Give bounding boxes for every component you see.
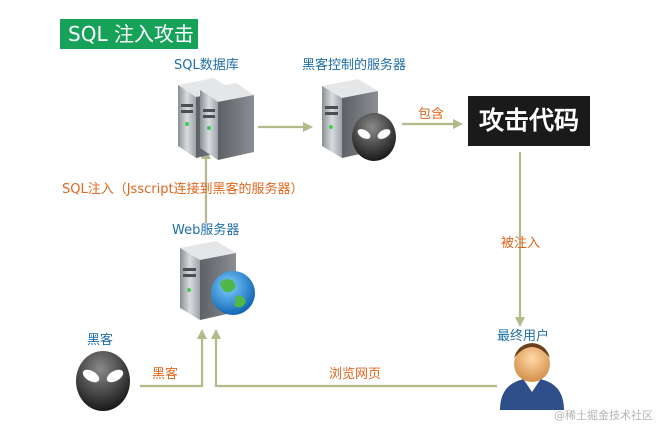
arrow-hacker-to-webserver: [140, 329, 207, 388]
hacker-edge-label: 黑客: [152, 367, 179, 382]
contains-label: 包含: [418, 107, 445, 122]
web-server-icon: [180, 241, 255, 320]
page-title: SQL 注入攻击: [60, 19, 198, 49]
end-user-icon: [500, 343, 564, 410]
attack-code-box: 攻击代码: [468, 96, 590, 146]
sql-injection-label: SQL注入（Jsscript连接到黑客的服务器）: [62, 182, 304, 197]
hacker-label: 黑客: [87, 333, 114, 348]
sql-database-label: SQL数据库: [174, 58, 239, 73]
browse-label: 浏览网页: [329, 367, 382, 382]
end-user-label: 最终用户: [497, 329, 550, 344]
web-server-label: Web服务器: [172, 223, 240, 238]
arrow-user-to-webserver: [211, 329, 497, 388]
hacker-server-icon: [322, 79, 396, 161]
injected-label: 被注入: [501, 236, 541, 251]
arrows: [140, 119, 525, 388]
database-server-icon: [178, 78, 254, 160]
watermark: @稀土掘金技术社区: [554, 409, 653, 422]
hacker-server-label: 黑客控制的服务器: [302, 58, 407, 73]
hacker-alien-icon: [76, 351, 130, 411]
